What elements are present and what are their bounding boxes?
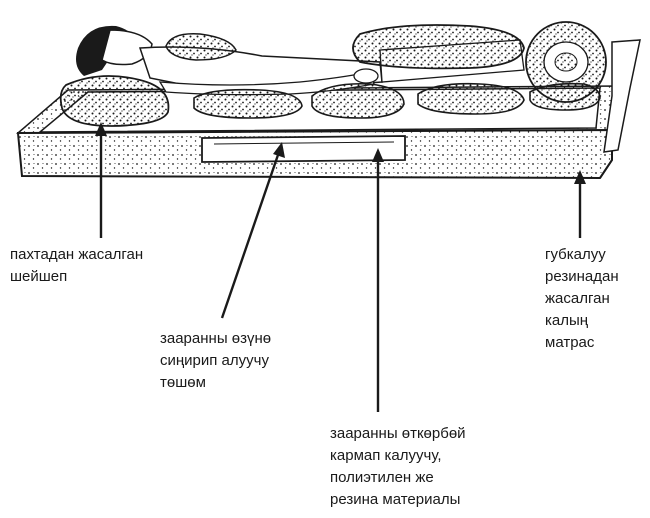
head-pillow [61,76,169,126]
shoulder-roll [166,34,236,60]
cushion-2 [312,84,404,118]
pointer-waterproof-cover [372,148,384,412]
label-line: резинадан [545,266,619,288]
label-line: пахтадан жасалган [10,244,143,266]
label-line: матрас [545,332,619,354]
label-absorbent-pad: зааранны өзүнө сиңирип алуучу төшөм [160,328,271,394]
label-line: кармап калуучу, [330,445,466,467]
label-waterproof-cover: зааранны өткөрбөй кармап калуучу, полиэт… [330,423,466,511]
label-line: жасалган [545,288,619,310]
label-mattress: губкалуу резинадан жасалган калың матрас [545,244,619,354]
cushion-4 [530,84,600,110]
label-cotton-sheet: пахтадан жасалган шейшеп [10,244,143,288]
label-line: шейшеп [10,266,143,288]
label-line: полиэтилен же [330,467,466,489]
label-line: резина материалы [330,489,466,511]
cushion-1 [194,90,302,118]
label-line: зааранны өткөрбөй [330,423,466,445]
pointer-mattress [574,170,586,238]
leg-roll [353,25,524,68]
label-line: төшөм [160,372,271,394]
label-line: калың [545,310,619,332]
label-line: губкалуу [545,244,619,266]
label-line: зааранны өзүнө [160,328,271,350]
cushion-3 [418,84,524,114]
label-line: сиңирип алуучу [160,350,271,372]
